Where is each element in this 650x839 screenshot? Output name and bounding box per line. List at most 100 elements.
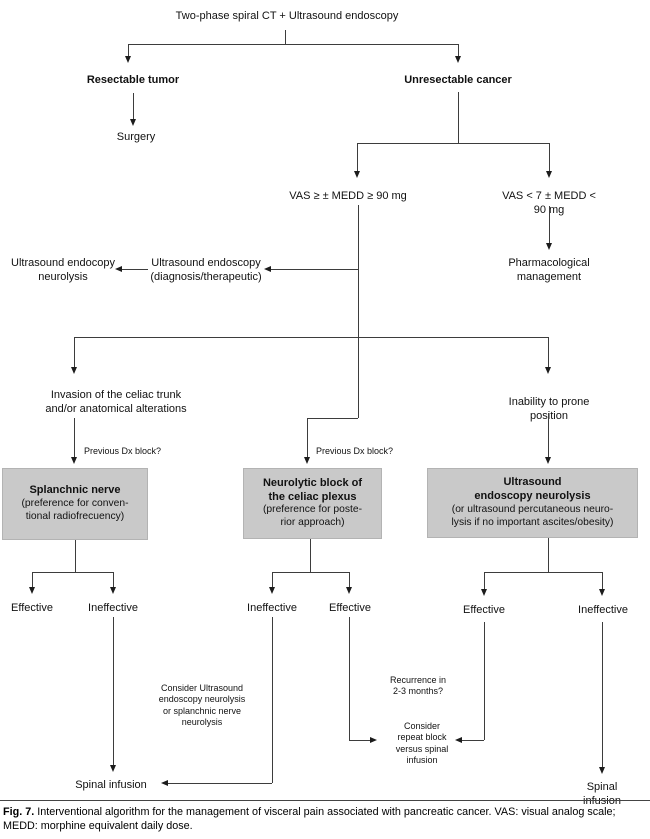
connector-line — [272, 572, 273, 587]
connector-line — [357, 143, 549, 144]
arrow-left-icon — [455, 737, 462, 743]
connector-line — [484, 622, 485, 740]
box-us-neurolysis-subtitle: (or ultrasound percutaneous neuro- lysis… — [451, 503, 614, 528]
outcome-left-ineffective: Ineffective — [88, 602, 138, 614]
box-neurolytic-title: Neurolytic block of the celiac plexus — [262, 476, 363, 503]
arrow-down-icon — [125, 56, 131, 63]
arrow-down-icon — [130, 119, 136, 126]
node-vas-high: VAS ≥ ± MEDD ≥ 90 mg — [289, 190, 407, 202]
box-us-neurolysis-title: Ultrasound endoscopy neurolysis — [474, 476, 591, 503]
arrow-down-icon — [304, 457, 310, 464]
box-us-neurolysis: Ultrasound endoscopy neurolysis (or ultr… — [427, 468, 638, 538]
connector-line — [349, 572, 350, 587]
arrow-down-icon — [481, 589, 487, 596]
node-inability-prone: Inability to prone position — [508, 396, 590, 422]
outcome-mid-ineffective: Ineffective — [247, 602, 297, 614]
connector-line — [548, 337, 549, 367]
connector-line — [113, 572, 114, 587]
connector-line — [484, 572, 602, 573]
connector-line — [549, 206, 550, 243]
arrow-down-icon — [71, 457, 77, 464]
note-recurrence: Recurrence in 2-3 months? — [389, 675, 447, 697]
connector-line — [285, 30, 286, 44]
connector-line — [168, 783, 272, 784]
arrow-down-icon — [599, 589, 605, 596]
node-unresectable-cancer: Unresectable cancer — [404, 74, 512, 86]
connector-line — [549, 143, 550, 171]
outcome-right-ineffective: Ineffective — [578, 604, 628, 616]
connector-line — [74, 418, 75, 457]
connector-line — [458, 44, 459, 56]
connector-line — [349, 740, 370, 741]
arrow-left-icon — [115, 266, 122, 272]
connector-line — [602, 572, 603, 589]
caption-text: Interventional algorithm for the managem… — [3, 806, 616, 833]
connector-line — [357, 143, 358, 171]
arrow-down-icon — [71, 367, 77, 374]
outcome-mid-effective: Effective — [329, 602, 371, 614]
node-pharmacological-management: Pharmacological management — [508, 257, 590, 284]
connector-line — [32, 572, 33, 587]
arrow-down-icon — [545, 367, 551, 374]
connector-line — [272, 572, 349, 573]
arrow-left-icon — [264, 266, 271, 272]
connector-line — [310, 539, 311, 572]
arrow-down-icon — [546, 171, 552, 178]
outcome-right-effective: Effective — [463, 604, 505, 616]
connector-line — [307, 418, 308, 457]
connector-line — [128, 44, 458, 45]
box-neurolytic-subtitle: (preference for poste- rior approach) — [262, 504, 362, 529]
connector-line — [484, 572, 485, 589]
caption-label: Fig. 7. — [3, 806, 35, 818]
connector-line — [133, 93, 134, 119]
caption-divider — [0, 800, 650, 801]
box-splanchnic-title: Splanchnic nerve — [29, 484, 121, 497]
note-consider-repeat-block: Consider repeat block versus spinal infu… — [395, 721, 449, 765]
figure-caption: Fig. 7. Interventional algorithm for the… — [3, 805, 647, 833]
label-previous-dx-block-left: Previous Dx block? — [84, 446, 162, 456]
connector-line — [548, 413, 549, 457]
arrow-down-icon — [455, 56, 461, 63]
connector-line — [548, 538, 549, 572]
connector-line — [74, 337, 548, 338]
node-celiac-invasion: Invasion of the celiac trunk and/or anat… — [45, 389, 187, 416]
connector-line — [307, 418, 358, 419]
node-resectable-tumor: Resectable tumor — [86, 74, 180, 86]
connector-line — [75, 540, 76, 572]
arrow-down-icon — [110, 587, 116, 594]
connector-line — [462, 740, 484, 741]
node-us-endoscopy-diagnostic: Ultrasound endoscopy (diagnosis/therapeu… — [150, 257, 262, 284]
connector-line — [358, 205, 359, 418]
connector-line — [458, 92, 459, 143]
node-us-endoscopy-neurolysis: Ultrasound endocopy neurolysis — [11, 257, 115, 284]
node-spinal-infusion-right: Spinal infusion — [583, 781, 621, 808]
connector-line — [128, 44, 129, 56]
connector-line — [349, 617, 350, 740]
box-splanchnic-nerve: Splanchnic nerve (preference for conven-… — [2, 468, 148, 540]
arrow-down-icon — [110, 765, 116, 772]
connector-line — [271, 269, 358, 270]
label-previous-dx-block-mid: Previous Dx block? — [316, 446, 394, 456]
node-surgery: Surgery — [116, 131, 156, 143]
note-consider-us-neurolysis: Consider Ultrasound endoscopy neurolysis… — [158, 683, 246, 727]
arrow-down-icon — [29, 587, 35, 594]
outcome-left-effective: Effective — [11, 602, 53, 614]
box-neurolytic-block: Neurolytic block of the celiac plexus (p… — [243, 468, 382, 539]
connector-line — [32, 572, 113, 573]
connector-line — [122, 269, 148, 270]
connector-line — [602, 622, 603, 767]
arrow-down-icon — [269, 587, 275, 594]
arrow-down-icon — [354, 171, 360, 178]
arrow-right-icon — [370, 737, 377, 743]
connector-line — [272, 617, 273, 783]
connector-line — [113, 617, 114, 765]
node-root: Two-phase spiral CT + Ultrasound endosco… — [175, 10, 399, 22]
node-vas-low: VAS < 7 ± MEDD < 90 mg — [502, 190, 596, 217]
arrow-down-icon — [546, 243, 552, 250]
arrow-down-icon — [545, 457, 551, 464]
connector-line — [74, 337, 75, 367]
node-spinal-infusion-left: Spinal infusion — [75, 779, 147, 791]
box-splanchnic-subtitle: (preference for conven- tional radiofrec… — [21, 498, 129, 522]
arrow-left-icon — [161, 780, 168, 786]
